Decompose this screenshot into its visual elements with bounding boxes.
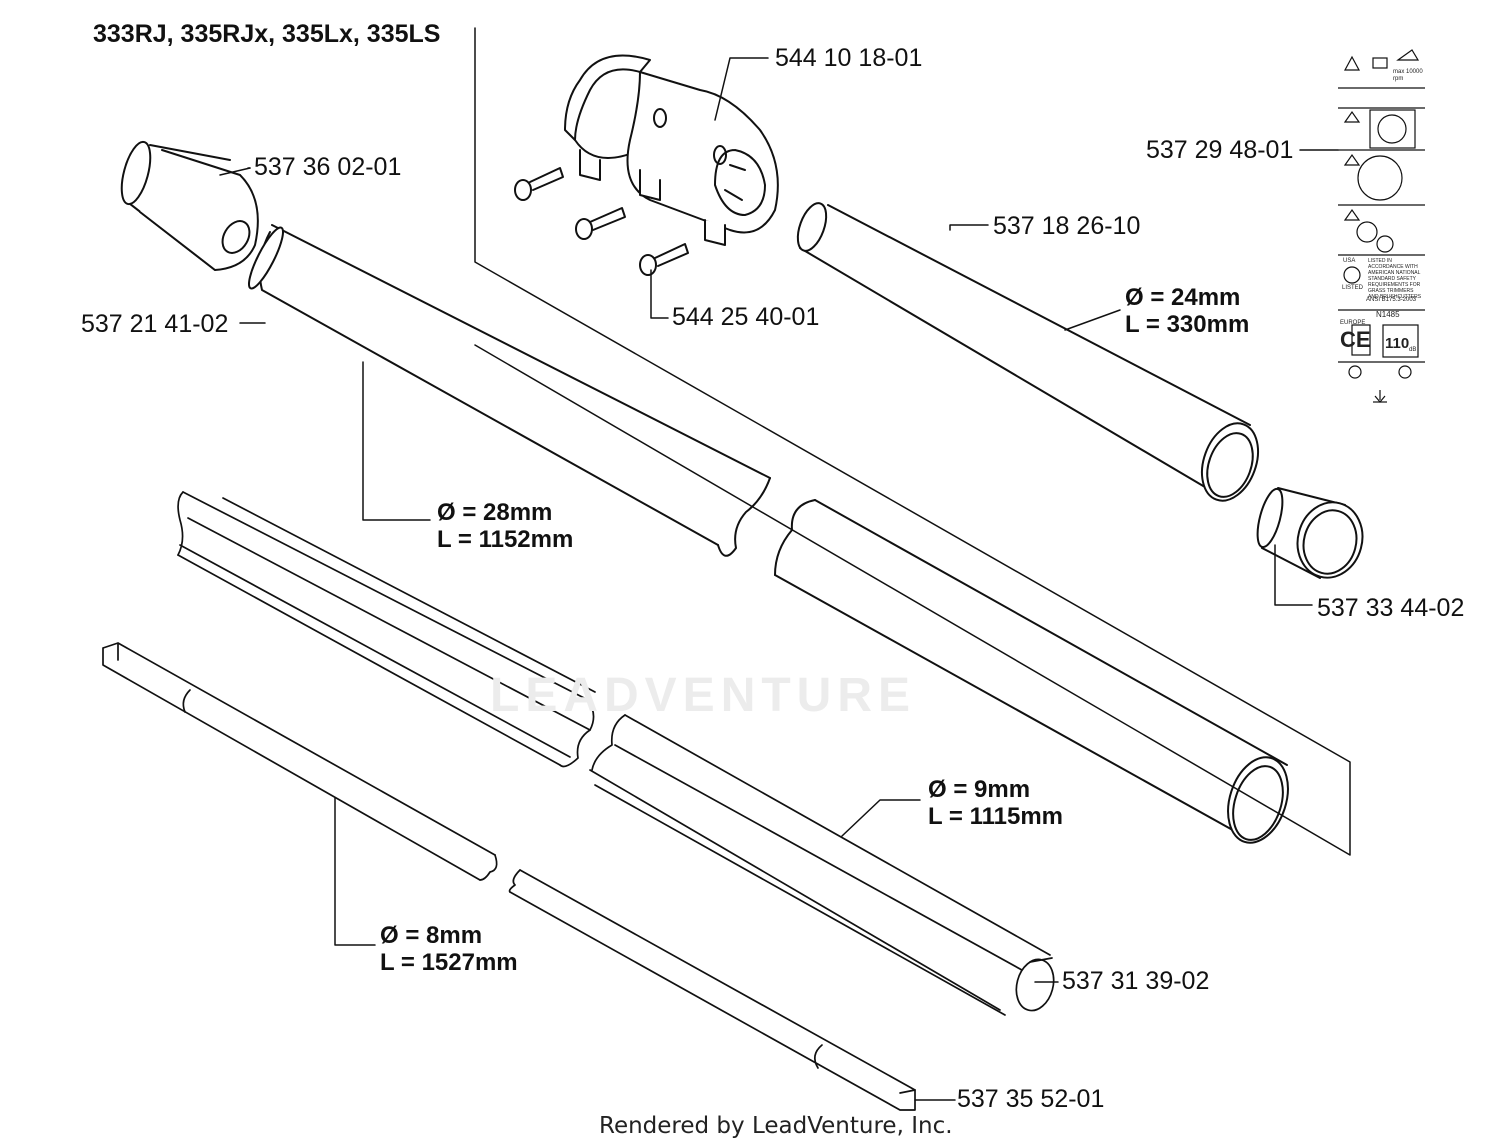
decal-europe: EUROPE [1340, 320, 1366, 326]
dimension-drive-shaft: Ø = 8mm L = 1527mm [380, 922, 518, 976]
main-tube-rear [774, 499, 1289, 844]
part-label-537-21-41-02[interactable]: 537 21 41-02 [81, 310, 229, 338]
part-label-537-31-39-02[interactable]: 537 31 39-02 [1062, 967, 1210, 995]
liner-front [177, 491, 596, 768]
main-tube-front [247, 224, 771, 557]
bushing-left [120, 140, 259, 271]
clamp [564, 54, 779, 246]
decal-usa: USA [1343, 258, 1356, 264]
dimension-diameter: Ø = 28mm [437, 499, 553, 526]
decal-rpm: max 10000 rpm [1393, 69, 1423, 82]
decal-ansi: ANSI B175.3-2003 [1366, 297, 1417, 303]
part-label-537-36-02-01[interactable]: 537 36 02-01 [254, 153, 402, 181]
footer-credit: Rendered by LeadVenture, Inc. [599, 1113, 953, 1139]
part-label-537-35-52-01[interactable]: 537 35 52-01 [957, 1085, 1105, 1113]
short-tube [796, 202, 1260, 502]
part-label-537-33-44-02[interactable]: 537 33 44-02 [1317, 594, 1465, 622]
dimension-length: L = 1115mm [928, 803, 1063, 830]
end-cap-right [1256, 487, 1364, 579]
dimension-length: L = 330mm [1125, 311, 1250, 338]
drive-shaft-rear [508, 869, 916, 1111]
part-label-544-25-40-01[interactable]: 544 25 40-01 [672, 303, 820, 331]
liner-rear [589, 714, 1055, 1016]
warning-decal [1338, 49, 1425, 403]
dimension-diameter: Ø = 9mm [928, 776, 1031, 803]
dimension-diameter: Ø = 8mm [380, 922, 483, 949]
dimension-liner: Ø = 9mm L = 1115mm [928, 776, 1063, 830]
decal-noise-unit: dB [1409, 347, 1417, 353]
dimension-length: L = 1527mm [380, 949, 518, 976]
dimension-length: L = 1152mm [437, 526, 574, 553]
decal-noise-level: 110 [1385, 335, 1410, 352]
model-title: 333RJ, 335RJx, 335Lx, 335LS [93, 20, 441, 48]
dimension-main-tube: Ø = 28mm L = 1152mm [437, 499, 573, 553]
drive-shaft-front [102, 642, 498, 881]
decal-ce-mark: CE [1340, 327, 1371, 352]
leader-lines [219, 57, 1339, 1101]
dimension-short-tube: Ø = 24mm L = 330mm [1125, 284, 1249, 338]
part-label-537-18-26-10[interactable]: 537 18 26-10 [993, 212, 1141, 240]
dimension-diameter: Ø = 24mm [1125, 284, 1241, 311]
decal-code: N1485 [1376, 310, 1400, 319]
part-label-544-10-18-01[interactable]: 544 10 18-01 [775, 44, 923, 72]
part-label-537-29-48-01[interactable]: 537 29 48-01 [1146, 136, 1294, 164]
screws [514, 167, 689, 276]
watermark: LEADVENTURE [490, 669, 917, 722]
decal-listed: LISTED [1342, 285, 1364, 291]
decal-ul-text: LISTED IN ACCORDANCE WITH AMERICAN NATIO… [1368, 258, 1422, 300]
